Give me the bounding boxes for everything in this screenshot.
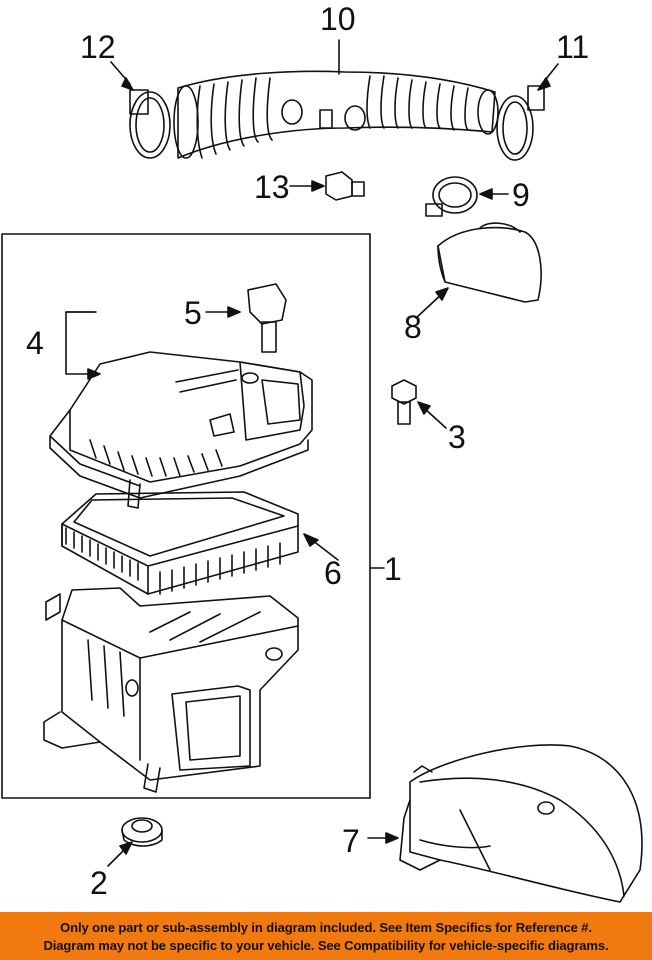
- callout-6: 6: [324, 555, 342, 591]
- callout-5: 5: [184, 295, 202, 331]
- intake-hose-part: [173, 39, 499, 159]
- grommet-part: [107, 817, 163, 867]
- callout-12: 12: [80, 29, 116, 65]
- callout-2: 2: [90, 865, 108, 901]
- callout-10: 10: [320, 1, 356, 37]
- callout-13: 13: [254, 169, 290, 205]
- hose-clamp-right-part: [496, 63, 559, 161]
- air-flow-sensor-part: [205, 283, 287, 353]
- callout-9: 9: [512, 177, 530, 213]
- air-cleaner-case-part: [43, 587, 299, 793]
- bolt-part: [391, 379, 447, 429]
- inlet-duct-part: [367, 744, 643, 903]
- disclaimer-line-2: Diagram may not be specific to your vehi…: [43, 938, 609, 953]
- air-filter-part: [61, 491, 339, 595]
- callout-3: 3: [448, 419, 466, 455]
- callout-11: 11: [556, 29, 589, 65]
- parts-diagram: 10 12 11 13 9 5 4 8 3 6 1 7 2: [1, 1, 643, 903]
- disclaimer-line-1: Only one part or sub-assembly in diagram…: [60, 920, 592, 935]
- sensor-part: [289, 171, 365, 201]
- air-cleaner-cover-part: [49, 311, 313, 509]
- assembly-box: [1, 233, 385, 799]
- disclaimer-banner: Only one part or sub-assembly in diagram…: [0, 912, 652, 960]
- callout-1: 1: [384, 551, 402, 587]
- air-duct-part: [415, 222, 542, 319]
- small-clamp-part: [425, 176, 509, 217]
- callout-8: 8: [404, 309, 422, 345]
- callout-7: 7: [342, 823, 360, 859]
- callout-4: 4: [26, 325, 44, 361]
- hose-clamp-left-part: [110, 61, 171, 159]
